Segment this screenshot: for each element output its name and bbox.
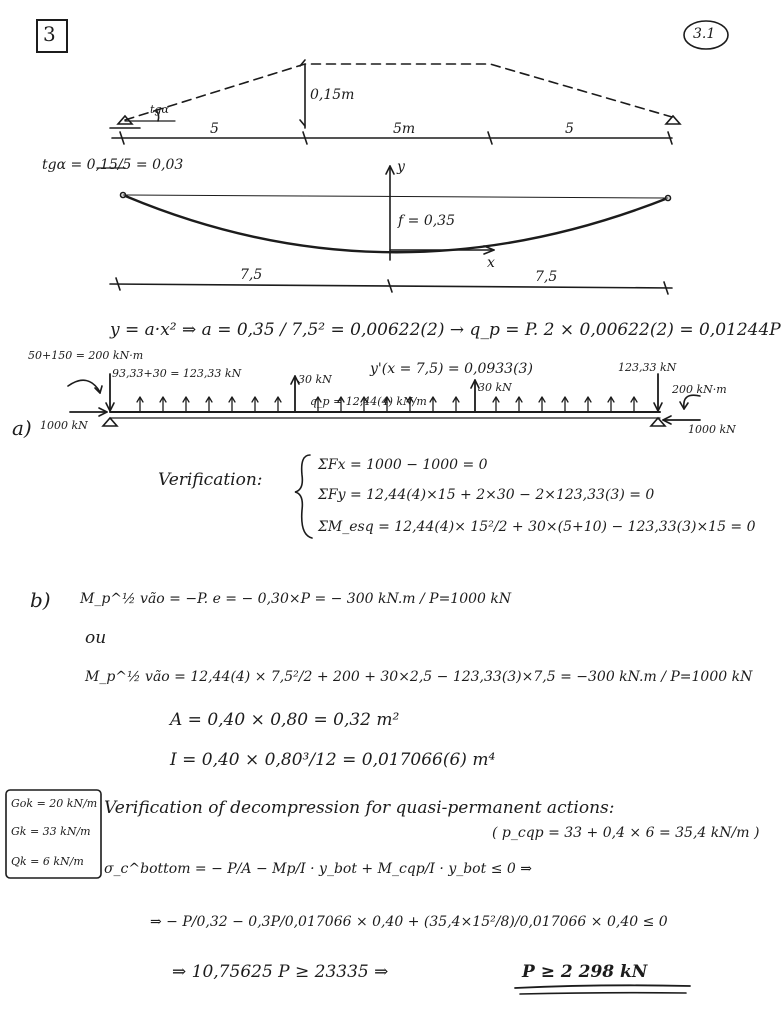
ou-label: ou [85,628,107,648]
tendon-profile [124,63,673,121]
beam-right-support [649,416,667,427]
decompression-result: ⇒ 10,75625 P ≥ 23335 ⇒ [172,962,389,982]
pcqp-equation: ( p_cqp = 33 + 0,4 × 6 = 35,4 kN/m ) [492,825,760,841]
verification-eq1: ΣFx = 1000 − 1000 = 0 [318,457,488,473]
part-a-label: a) [12,416,32,440]
half-span-dimension [109,283,673,289]
span-right-label: 5 [565,121,574,137]
answer-underline [514,984,691,989]
verification-eq3: ΣM_esq = 12,44(4)× 15²/2 + 30×(5+10) − 1… [318,519,756,535]
tan-value: tgα = 0,15/5 = 0,03 [42,157,184,173]
problem-number-box [36,19,68,53]
qk-value: Qk = 6 kN/m [11,855,84,868]
axial-right-label: 1000 kN [688,423,736,436]
force-30-right-label: 30 kN [478,381,512,394]
reaction-left-label: 93,33+30 = 123,33 kN [112,367,242,380]
midspan-moment-2: M_p^½ vão = 12,44(4) × 7,5²/2 + 200 + 30… [85,669,753,685]
half-left-label: 7,5 [240,267,263,283]
sigma-equation: σ_c^bottom = − P/A − Mp/I · y_bot + M_cq… [104,861,532,877]
qp-label: q_p = 12,44(4) kN/m [310,395,427,408]
force-30-left-label: 30 kN [298,373,332,386]
gok-value: Gok = 20 kN/m [11,797,98,810]
decompression-step2: ⇒ − P/0,32 − 0,3P/0,017066 × 0,40 + (35,… [150,914,668,930]
right-support [664,114,682,125]
area-equation: A = 0,40 × 0,80 = 0,32 m² [170,710,400,730]
left-support [116,114,134,125]
span-left-label: 5 [210,121,219,137]
decompression-title: Verification of decompression for quasi-… [104,798,615,818]
page-number: 3.1 [693,26,716,42]
page-number-ellipse [683,20,729,50]
moment-left-curl [67,379,101,393]
half-right-label: 7,5 [535,269,558,285]
qp-load-arrows [136,396,638,413]
moment-right-curl [683,394,701,409]
verification-title: Verification: [158,470,263,490]
midspan-moment-1: M_p^½ vão = −P. e = − 0,30×P = − 300 kN.… [80,591,512,607]
slope-equation: y'(x = 7,5) = 0,0933(3) [370,361,533,377]
reaction-right-label: 123,33 kN [618,361,677,374]
part-b-label: b) [30,588,51,612]
span-mid-label: 5m [393,121,416,137]
parabola-curve [121,193,670,254]
inertia-equation: I = 0,40 × 0,80³/12 = 0,017066(6) m⁴ [170,750,496,770]
x-axis-label: x [487,255,495,271]
parabola-equation: y = a·x² ⇒ a = 0,35 / 7,5² = 0,00622(2) … [110,320,781,340]
moment-left-label: 50+150 = 200 kN·m [28,349,144,362]
final-answer: P ≥ 2 298 kN [522,962,648,982]
axial-left-label: 1000 kN [40,419,88,432]
sag-label: f = 0,35 [398,213,455,229]
moment-right-label: 200 kN·m [672,383,727,396]
verification-eq2: ΣFy = 12,44(4)×15 + 2×30 − 2×123,33(3) =… [318,487,655,503]
beam-left-support [101,416,119,427]
y-axis-label: y [397,159,405,175]
gk-value: Gk = 33 kN/m [11,825,91,838]
tan-angle-label: tgα [150,103,169,116]
eccentricity-label: 0,15m [310,87,355,103]
actions-box [5,789,102,879]
problem-number: 3 [43,22,56,46]
verification-brace [294,454,313,539]
